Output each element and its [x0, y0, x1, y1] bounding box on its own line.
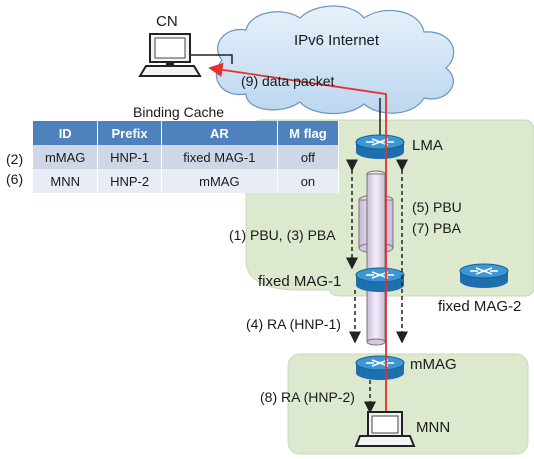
header-ar: AR [161, 121, 278, 145]
lma-label: LMA [412, 137, 443, 154]
msg-ra2: (8) RA (HNP-2) [260, 389, 355, 405]
mmag-router-icon [355, 355, 405, 380]
cell-prefix: HNP-2 [97, 169, 162, 193]
fixed-mag2-label: fixed MAG-2 [438, 298, 522, 315]
row-step-6: (6) [6, 171, 24, 187]
msg-ra1: (4) RA (HNP-1) [246, 316, 341, 332]
header-m-flag: M flag [277, 121, 340, 145]
cell-m-flag: on [277, 169, 340, 193]
fixed-mag1-router-icon [355, 267, 405, 292]
table-row: mMAG HNP-1 fixed MAG-1 off [33, 145, 340, 169]
cell-prefix: HNP-1 [97, 145, 162, 169]
mnn-label: MNN [416, 419, 451, 436]
binding-cache-table: ID Prefix AR M flag mMAG HNP-1 fixed MAG… [33, 121, 340, 193]
mnn-laptop-icon [354, 411, 416, 447]
msg-pbu5: (5) PBU [412, 199, 462, 215]
pmip-tunnel-inner [366, 170, 386, 346]
fixed-mag2-router-icon [459, 263, 509, 288]
header-id: ID [33, 121, 99, 145]
cell-ar: mMAG [161, 169, 278, 193]
msg-pba7: (7) PBA [412, 220, 462, 236]
cn-link [190, 54, 233, 64]
internet-cloud [216, 5, 455, 115]
fixed-mag1-label: fixed MAG-1 [258, 273, 342, 290]
cn-computer-icon [138, 33, 202, 77]
binding-cache-title: Binding Cache [133, 104, 225, 120]
header-prefix: Prefix [97, 121, 162, 145]
binding-cache-header-row: ID Prefix AR M flag [33, 121, 340, 145]
cell-id: MNN [33, 169, 99, 193]
data-packet-path [208, 62, 387, 418]
cell-m-flag: off [277, 145, 340, 169]
cloud-label: IPv6 Internet [294, 32, 380, 49]
data-packet-label: (9) data packet [241, 73, 335, 89]
cn-label: CN [156, 13, 178, 30]
table-row: MNN HNP-2 mMAG on [33, 169, 340, 193]
mmag-label: mMAG [410, 356, 457, 373]
cell-id: mMAG [33, 145, 99, 169]
cell-ar: fixed MAG-1 [161, 145, 278, 169]
mmag-domain-area [287, 353, 529, 455]
lma-router-icon [355, 134, 405, 159]
msg-pbu-pba: (1) PBU, (3) PBA [229, 227, 336, 243]
row-step-2: (2) [6, 151, 24, 167]
